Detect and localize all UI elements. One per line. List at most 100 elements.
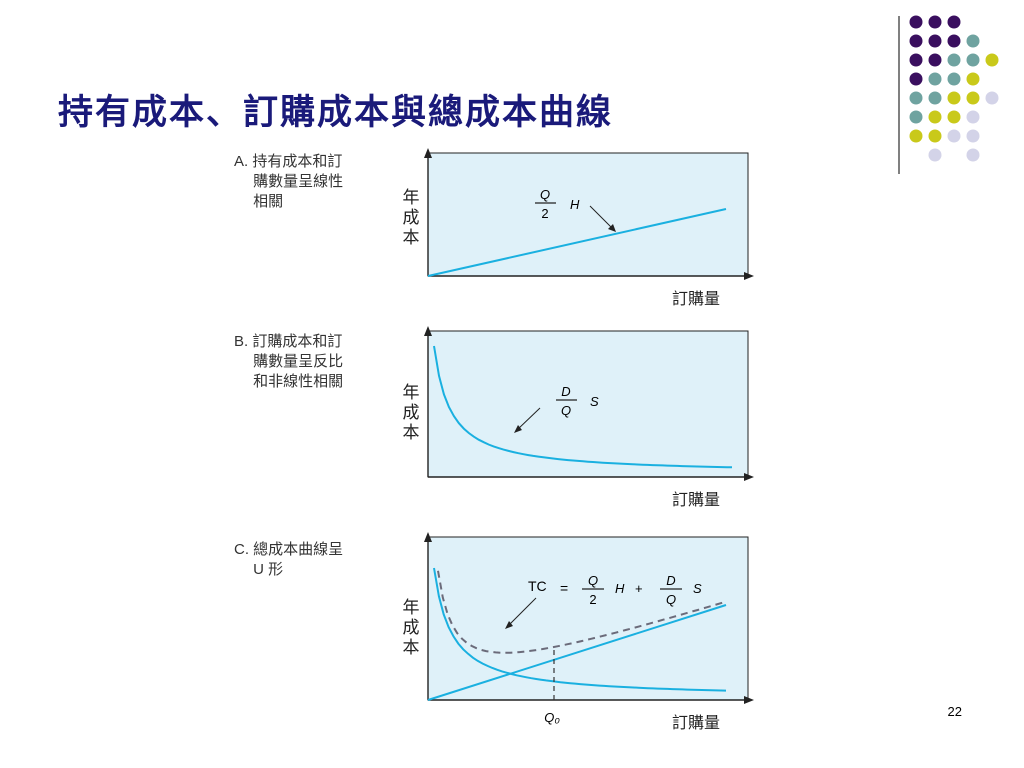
panel-b-ylabel-char-3: 本 (402, 423, 420, 442)
total-cost-curve (437, 570, 727, 654)
panel-a-label-line-2: 購數量呈線性 (234, 173, 344, 190)
decorative-dot (966, 129, 980, 143)
decorative-dot (909, 110, 923, 124)
panel-a-pointer (589, 205, 615, 231)
panel-a-x-arrow (744, 272, 754, 280)
panel-b-label-line-2: 購數量呈反比 (234, 353, 344, 370)
q0-label: Q₀ (544, 710, 560, 725)
holding-cost-line (427, 208, 727, 277)
panel-a-var: H (570, 197, 580, 212)
panel-b-frac-num: D (561, 384, 570, 399)
panel-c-ylabel-char-2: 成 (402, 618, 420, 637)
page-number: 22 (947, 704, 962, 719)
tc-pointer-head (505, 621, 513, 629)
panel-b-ylabel: 年 成 本 (401, 383, 421, 443)
tc-plus: + (635, 581, 643, 596)
decorative-dot (909, 34, 923, 48)
panel-a-ylabel-char-2: 成 (402, 208, 420, 227)
decorative-dot (928, 72, 942, 86)
panel-b-xlabel: 訂購量 (672, 492, 721, 509)
decorative-dot (909, 129, 923, 143)
panel-c-label: C. 總成本曲線呈 U 形 (234, 540, 384, 580)
panel-c-y-arrow (424, 532, 432, 542)
decorative-dot (985, 91, 999, 105)
panel-b-y-arrow (424, 326, 432, 336)
panel-a-ylabel: 年 成 本 (401, 188, 421, 248)
tc-prefix: TC (528, 578, 547, 594)
panel-a-y-arrow (424, 148, 432, 158)
decorative-dot (928, 129, 942, 143)
decorative-dot (928, 53, 942, 67)
panel-b-frac-den: Q (561, 403, 571, 418)
ordering-cost-curve-c (433, 567, 727, 692)
panel-a-plot-area (427, 152, 749, 277)
panel-b-x-arrow (744, 473, 754, 481)
decorative-dot (966, 72, 980, 86)
panel-a-pointer-head (608, 224, 616, 232)
panel-b-label-line-1: B. 訂購成本和訂 (234, 333, 343, 350)
decorative-dot (947, 91, 961, 105)
decorative-dot (928, 15, 942, 29)
panel-a-ylabel-char-3: 本 (402, 228, 420, 247)
tc-frac1-den: 2 (589, 592, 596, 607)
panel-a-frac-num: Q (540, 187, 550, 202)
decorative-dot (909, 72, 923, 86)
decorative-dot (966, 53, 980, 67)
decorative-dot (947, 34, 961, 48)
panel-b-ylabel-char-2: 成 (402, 403, 420, 422)
panel-c-xlabel: 訂購量 (672, 715, 721, 732)
panel-c-plot-area (427, 536, 749, 701)
panel-c-ylabel-char-3: 本 (402, 638, 420, 657)
panel-c-ylabel-char-1: 年 (402, 598, 420, 617)
decorative-dot (947, 110, 961, 124)
panel-c-chart: Q₀ TC = Q 2 H + D Q S (424, 532, 754, 725)
decorative-dot (909, 15, 923, 29)
divider-line (898, 16, 900, 174)
panel-c-ylabel: 年 成 本 (401, 598, 421, 658)
panel-b-ylabel-char-1: 年 (402, 383, 420, 402)
decorative-dot (909, 53, 923, 67)
decorative-dot (947, 72, 961, 86)
panel-b-chart: D Q S (424, 326, 754, 481)
decorative-dot (909, 91, 923, 105)
panel-a-xlabel: 訂購量 (672, 291, 721, 308)
panel-b-label-line-3: 和非線性相關 (234, 373, 344, 390)
decorative-dot (928, 148, 942, 162)
tc-var2: S (693, 581, 702, 596)
panel-c-x-arrow (744, 696, 754, 704)
panel-b-pointer (516, 407, 541, 431)
panel-a-ylabel-char-1: 年 (402, 188, 420, 207)
ordering-cost-curve (433, 345, 733, 469)
panel-c-label-line-2: U 形 (234, 561, 284, 578)
decorative-dot (928, 110, 942, 124)
tc-equals: = (560, 580, 568, 596)
holding-cost-line-c (427, 604, 727, 701)
decorative-dot (947, 53, 961, 67)
tc-frac1-num: Q (588, 573, 598, 588)
decorative-dot (928, 34, 942, 48)
tc-frac2-num: D (666, 573, 675, 588)
decorative-dot (966, 91, 980, 105)
slide-title: 持有成本、訂購成本與總成本曲線 (58, 92, 614, 133)
decorative-dot (947, 129, 961, 143)
decorative-dot (966, 110, 980, 124)
panel-c-label-line-1: C. 總成本曲線呈 (234, 541, 344, 558)
decorative-dot (985, 53, 999, 67)
decorative-dot (928, 91, 942, 105)
tc-pointer (507, 597, 537, 627)
decorative-dot (966, 34, 980, 48)
decorative-dot (966, 148, 980, 162)
decorative-dot-grid (909, 15, 999, 162)
tc-var1: H (615, 581, 625, 596)
panel-a-label-line-1: A. 持有成本和訂 (234, 153, 343, 170)
panel-a-label-line-3: 相關 (234, 193, 284, 210)
panel-b-label: B. 訂購成本和訂 購數量呈反比 和非線性相關 (234, 332, 384, 392)
panel-a-frac-den: 2 (541, 206, 548, 221)
panel-b-plot-area (427, 330, 749, 478)
panel-b-pointer-head (514, 425, 522, 433)
panel-a-label: A. 持有成本和訂 購數量呈線性 相關 (234, 152, 384, 212)
decorative-dot (947, 15, 961, 29)
panel-a-chart: Q 2 H (424, 148, 754, 280)
panel-b-var: S (590, 394, 599, 409)
tc-frac2-den: Q (666, 592, 676, 607)
